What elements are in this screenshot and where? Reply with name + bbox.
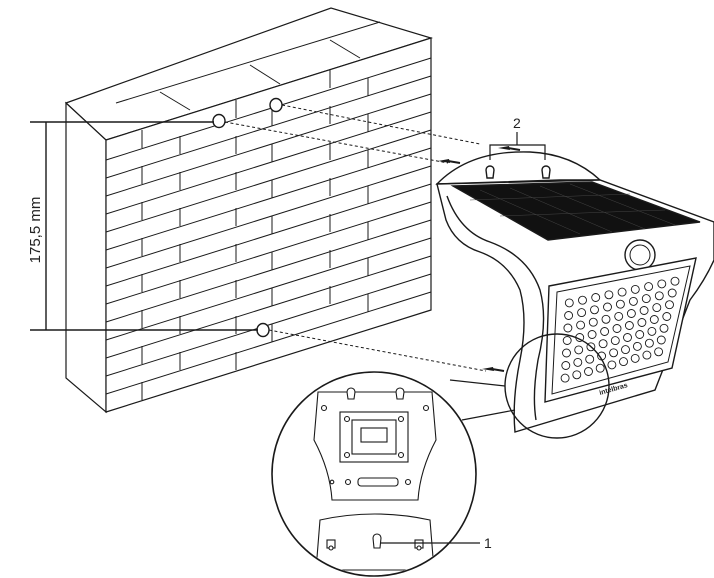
- led-dot: [612, 324, 622, 333]
- led-dot: [584, 367, 593, 376]
- led-dot: [654, 291, 664, 301]
- led-dot: [561, 361, 571, 370]
- detail-hook-right: [395, 387, 405, 400]
- led-dot: [630, 284, 640, 294]
- solar-light: [435, 151, 714, 433]
- led-dot: [598, 339, 608, 349]
- led-dot: [644, 338, 654, 348]
- led-dot: [607, 360, 617, 370]
- led-dot: [603, 302, 612, 312]
- led-dot: [588, 317, 598, 327]
- wall-courses: [105, 57, 432, 395]
- hook-hole-left: [485, 165, 495, 179]
- device-inner-band: [446, 195, 545, 421]
- led-dot: [642, 350, 652, 360]
- led-dot: [635, 330, 645, 339]
- led-dot: [662, 312, 672, 321]
- led-dot: [615, 299, 625, 309]
- dimension-marker: [30, 121, 258, 331]
- drill-hole-bottom: [256, 322, 270, 338]
- callout-1-label: 1: [484, 535, 492, 551]
- led-dot: [604, 290, 614, 300]
- dimension-label: 175,5 mm: [27, 197, 44, 264]
- wall-joints: [141, 70, 369, 400]
- led-dot: [621, 345, 630, 355]
- led-dot: [667, 288, 677, 298]
- led-dot: [562, 336, 572, 345]
- led-dot: [654, 347, 664, 357]
- solar-panel-grid: [469, 183, 676, 235]
- led-dot: [577, 308, 587, 318]
- guide-arrows: [438, 146, 521, 372]
- led-dot: [614, 311, 624, 321]
- led-dot: [560, 373, 570, 383]
- led-dot: [628, 296, 638, 306]
- led-dot: [670, 276, 680, 286]
- led-dot: [649, 315, 659, 324]
- led-dot: [587, 330, 597, 339]
- hook-hole-right: [541, 165, 551, 179]
- led-dot: [610, 336, 620, 346]
- connector-strip: [357, 477, 399, 487]
- led-dot: [644, 282, 654, 292]
- device-back-detail: [313, 387, 437, 571]
- mount-keyhole: [372, 533, 382, 549]
- device-top-cap: [435, 151, 602, 185]
- drill-hole-top-left: [212, 113, 226, 129]
- led-dot: [637, 318, 647, 327]
- led-dot: [572, 370, 582, 380]
- led-dot: [601, 314, 611, 324]
- callout-2-bracket: [489, 132, 546, 160]
- led-dot: [623, 333, 632, 342]
- led-dot: [647, 326, 657, 336]
- led-dot: [562, 348, 571, 358]
- led-dot: [573, 357, 583, 367]
- led-dot: [563, 323, 573, 333]
- led-dot: [585, 354, 595, 364]
- led-dot: [617, 287, 627, 297]
- alignment-guides: [224, 104, 487, 372]
- led-dot: [630, 353, 640, 363]
- led-dot: [591, 293, 601, 302]
- led-dot: [590, 305, 599, 315]
- led-dot: [659, 323, 669, 333]
- led-dot: [657, 279, 667, 289]
- wall-top-bricks: [115, 21, 381, 111]
- led-dot: [600, 327, 610, 336]
- led-dot: [632, 341, 642, 351]
- solar-panel: [450, 181, 701, 241]
- led-dot: [656, 335, 666, 345]
- mount-bracket-slot: [360, 427, 388, 443]
- led-dot: [578, 295, 587, 305]
- led-dot: [595, 363, 605, 373]
- led-dot: [609, 348, 619, 358]
- callout-2-label: 2: [513, 115, 521, 131]
- led-dot: [574, 345, 584, 355]
- led-grid: [560, 276, 680, 383]
- led-dot: [576, 320, 586, 330]
- led-dot: [619, 357, 628, 367]
- led-dot: [624, 321, 634, 330]
- magnifier-connectors: [449, 379, 516, 421]
- drill-hole-top-right: [269, 97, 283, 113]
- led-dot: [652, 303, 662, 313]
- wall-side-face: [65, 101, 107, 414]
- led-dot: [626, 309, 636, 318]
- led-dot: [639, 306, 649, 315]
- led-dot: [564, 311, 574, 320]
- motion-sensor-lens: [629, 244, 651, 266]
- led-dot: [641, 294, 651, 304]
- detail-hook-left: [346, 387, 356, 400]
- led-dot: [564, 298, 574, 308]
- brick-wall: [64, 7, 434, 414]
- led-dot: [665, 300, 674, 310]
- wall-front-face: [105, 37, 432, 413]
